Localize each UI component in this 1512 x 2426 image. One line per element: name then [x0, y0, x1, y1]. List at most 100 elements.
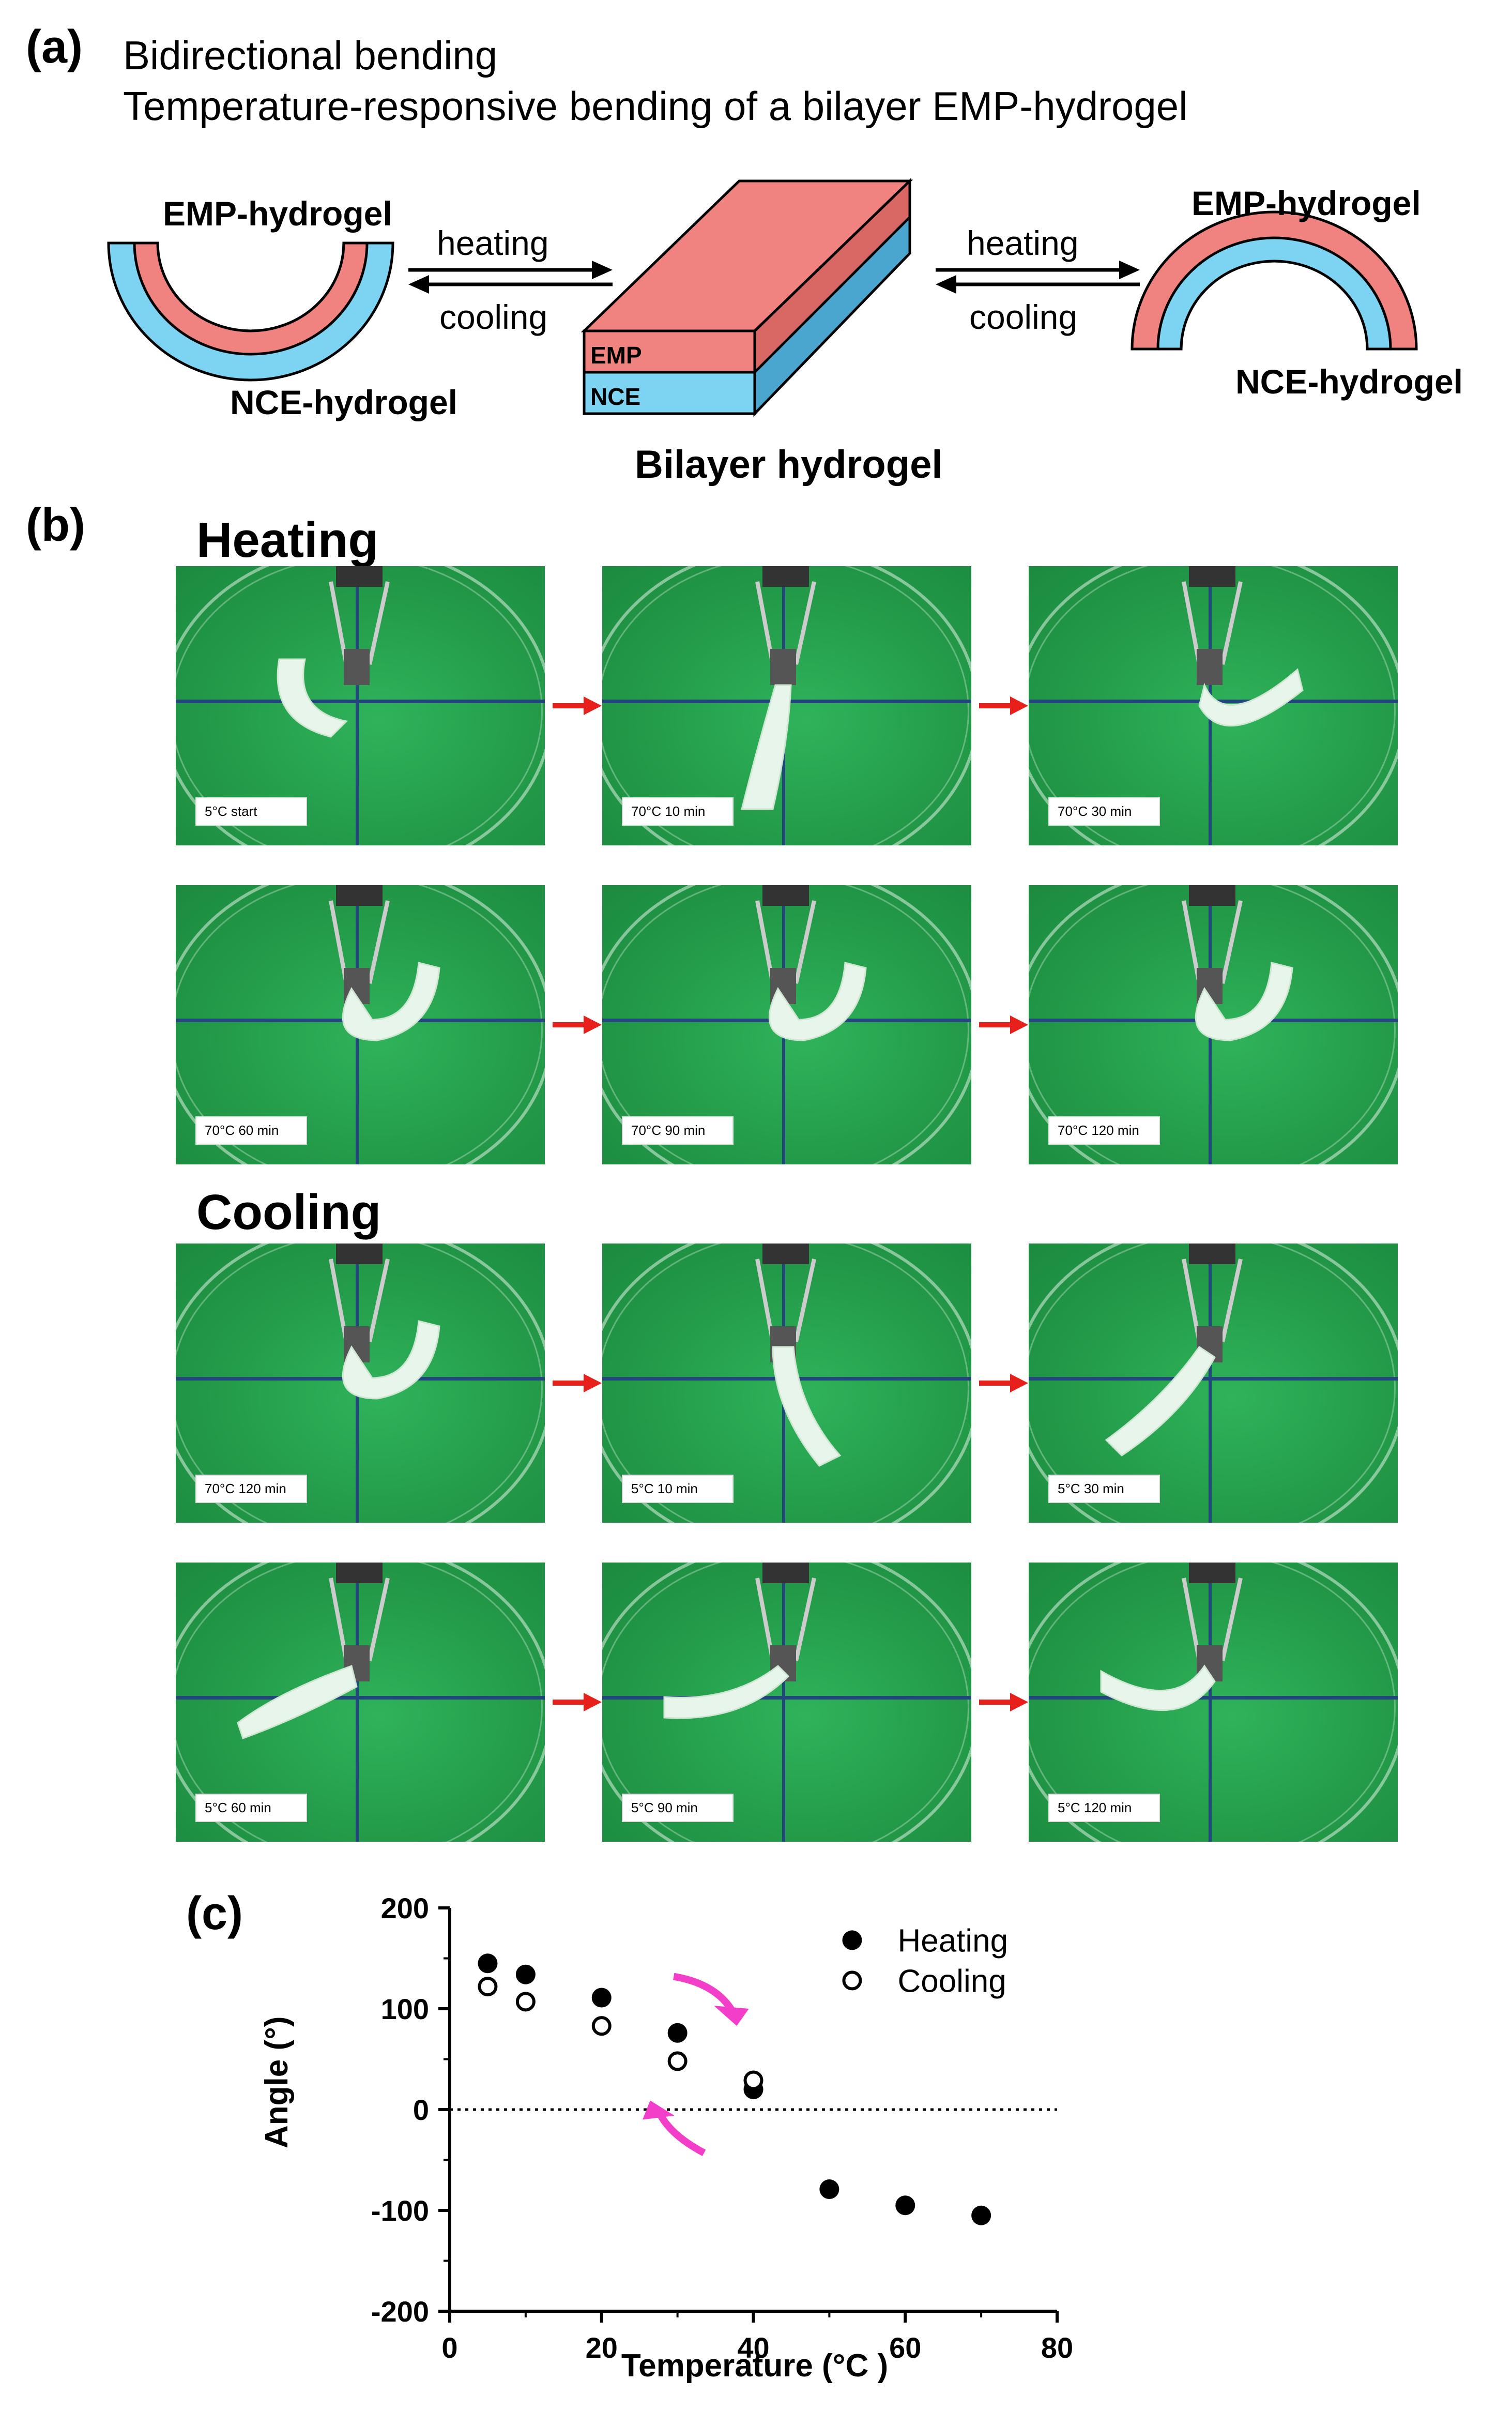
gel-photo: 5°C start: [176, 566, 545, 845]
gel-photo: 5°C 120 min: [1029, 1563, 1398, 1842]
petri-dish-inner-rim: [176, 1563, 543, 1842]
gel-strip: [342, 1320, 440, 1400]
data-point-heating: [895, 2195, 915, 2216]
clamp-body: [336, 1244, 383, 1264]
x-axis-label: Temperature (°C ): [621, 2348, 889, 2384]
cooling-arrowhead: [643, 2100, 675, 2120]
gel-strip: [741, 684, 792, 810]
data-point-heating: [819, 2179, 839, 2200]
data-point-cooling: [667, 2051, 688, 2071]
clamp-body: [762, 885, 809, 906]
clamp-and-gel: [329, 1244, 440, 1400]
gel-photo: 70°C 120 min: [1029, 885, 1398, 1164]
right-emp-label: EMP-hydrogel: [1192, 184, 1421, 222]
sequence-arrow: [553, 1015, 602, 1034]
panel-a-letter: (a): [26, 21, 83, 73]
clamp-and-gel: [237, 1563, 390, 1739]
legend-label-heating: Heating: [897, 1923, 1008, 1959]
clamp-wire-right: [368, 900, 390, 984]
clamp-body: [762, 566, 809, 587]
panel-c-letter: (c): [186, 1888, 243, 1939]
clamp-body: [336, 1563, 383, 1583]
gel-strip: [277, 658, 348, 738]
y-tick-label: 200: [381, 1892, 429, 1924]
petri-dish-inner-rim: [176, 566, 543, 845]
clamp-and-gel: [1105, 1244, 1243, 1457]
clamp-jaw: [770, 649, 796, 685]
left-nce-label: NCE-hydrogel: [230, 383, 458, 421]
x-tick-label: 80: [1041, 2331, 1073, 2364]
heating-section-title: Heating: [196, 512, 379, 568]
right-arrows: [936, 261, 1140, 294]
clamp-and-gel: [755, 885, 867, 1041]
photo-caption: 5°C 60 min: [195, 1794, 307, 1822]
y-tick-label: 0: [413, 2094, 429, 2126]
grid-line-vertical: [782, 1563, 785, 1842]
data-point-heating: [478, 1953, 498, 1974]
petri-dish-inner-rim: [602, 566, 969, 845]
clamp-jaw: [344, 649, 370, 685]
clamp-wire-right: [368, 1259, 390, 1342]
petri-dish-inner-rim: [602, 1244, 969, 1523]
series-heating: [478, 1953, 991, 2225]
photo-caption: 5°C start: [195, 797, 307, 826]
left-arrows: [408, 261, 613, 294]
bilayer-schematic: [107, 178, 1418, 417]
gel-photo: 5°C 10 min: [602, 1244, 971, 1523]
gel-strip: [1100, 1664, 1216, 1711]
photo-caption: 70°C 120 min: [195, 1475, 307, 1503]
clamp-body: [336, 885, 383, 906]
left-cooling-label: cooling: [439, 298, 548, 336]
clamp-jaw: [1197, 649, 1223, 685]
clamp-wire-right: [794, 581, 816, 665]
block-front-nce: [583, 371, 756, 415]
grid-line-horizontal: [176, 1696, 545, 1700]
grid-line-horizontal: [1029, 1696, 1398, 1700]
petri-dish-inner-rim: [602, 1563, 969, 1842]
right-nce-layer: [1156, 236, 1392, 351]
petri-dish-inner-rim: [1029, 885, 1396, 1164]
right-cooling-label: cooling: [969, 298, 1078, 336]
photo-caption: 70°C 60 min: [195, 1116, 307, 1145]
chart-series: [478, 1953, 991, 2225]
petri-dish-inner-rim: [1029, 566, 1396, 845]
legend-label-cooling: Cooling: [897, 1963, 1006, 1999]
gel-photo: 70°C 30 min: [1029, 566, 1398, 845]
clamp-wire-right: [1220, 1259, 1243, 1342]
block-nce-label: NCE: [590, 383, 641, 410]
sequence-arrow: [979, 1015, 1028, 1034]
right-nce-label: NCE-hydrogel: [1235, 362, 1463, 401]
clamp-body: [1189, 885, 1235, 906]
clamp-wire-right: [1220, 900, 1243, 984]
gel-photo: 5°C 30 min: [1029, 1244, 1398, 1523]
data-point-cooling: [743, 2070, 763, 2090]
clamp-and-gel: [277, 566, 390, 738]
sequence-arrow: [979, 696, 1028, 715]
x-tick-label: 0: [441, 2331, 457, 2364]
heating-arrowhead: [714, 2006, 749, 2026]
cooling-section-title: Cooling: [196, 1185, 381, 1240]
gel-photo: 70°C 120 min: [176, 1244, 545, 1523]
clamp-wire-right: [794, 900, 816, 984]
x-tick-label: 40: [737, 2331, 769, 2364]
gel-strip: [237, 1665, 358, 1739]
grid-line-vertical: [1209, 1563, 1212, 1842]
clamp-body: [762, 1563, 809, 1583]
clamp-body: [1189, 1244, 1235, 1264]
petri-dish-inner-rim: [176, 885, 543, 1164]
clamp-and-gel: [663, 1563, 816, 1719]
data-point-cooling: [478, 1977, 498, 1997]
clamp-wire-right: [794, 1578, 816, 1661]
clamp-wire-right: [794, 1259, 816, 1342]
grid-line-horizontal: [1029, 1377, 1398, 1381]
grid-line-vertical: [356, 566, 359, 845]
clamp-body: [1189, 566, 1235, 587]
data-point-heating: [667, 2023, 688, 2043]
left-heating-label: heating: [437, 224, 549, 262]
clamp-and-gel: [329, 885, 440, 1041]
sequence-arrow: [553, 1374, 602, 1392]
gel-photo: 5°C 90 min: [602, 1563, 971, 1842]
legend-cooling-marker: [842, 1970, 862, 1991]
